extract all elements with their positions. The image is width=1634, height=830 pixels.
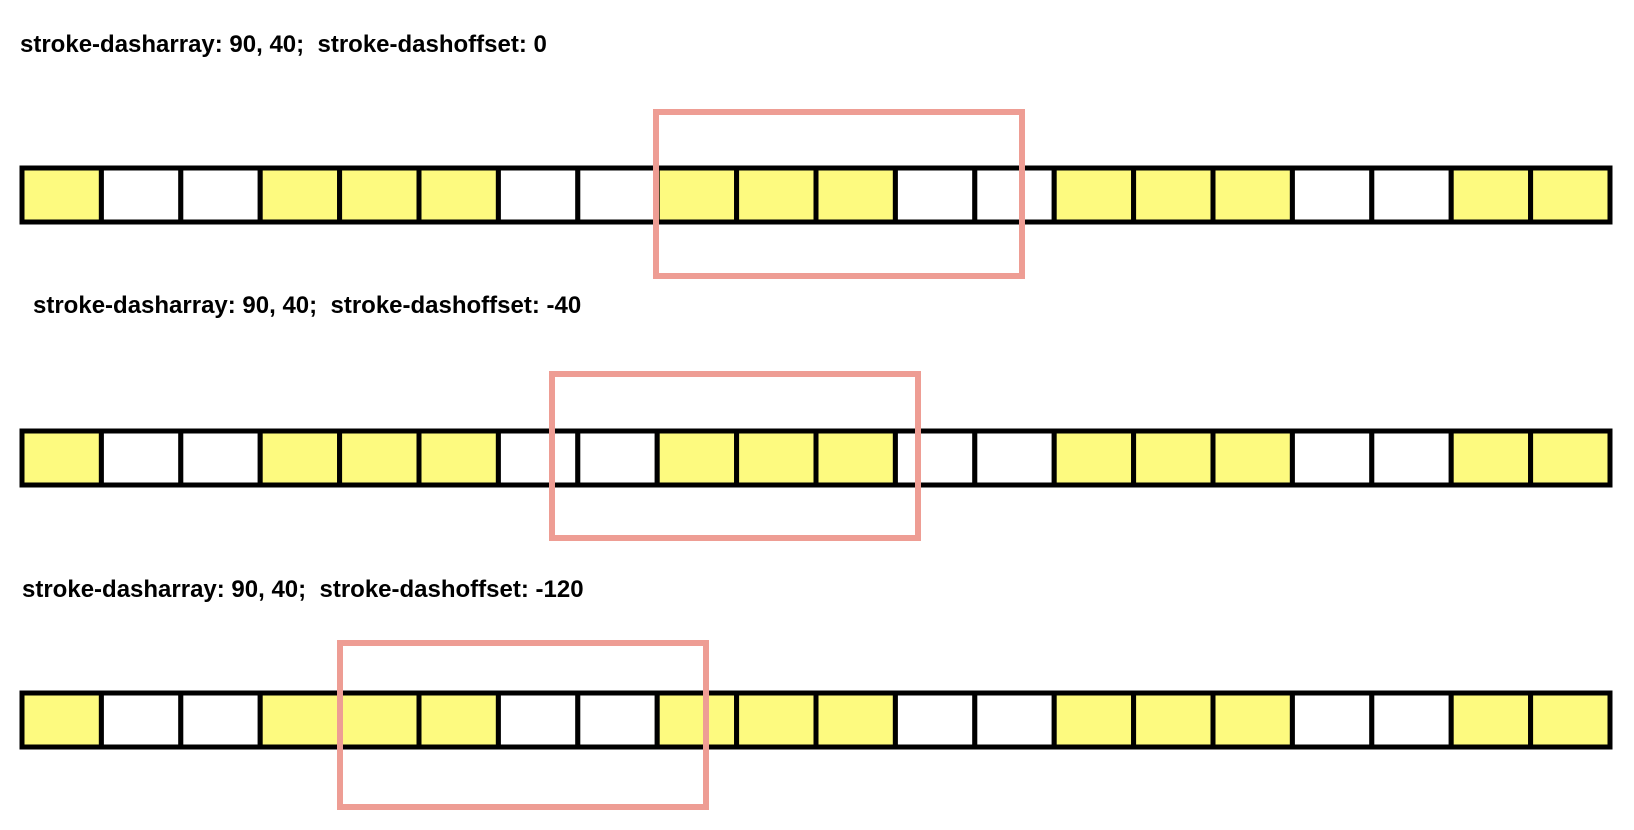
filled-dash-cell [1051, 690, 1137, 750]
gap-cell [892, 165, 978, 225]
filled-dash-cell [1131, 165, 1216, 225]
gap-cell [1369, 428, 1454, 488]
gap-cell [98, 428, 184, 488]
gap-cell [495, 690, 581, 750]
filled-dash-cell [416, 690, 501, 750]
filled-dash-cell [1210, 165, 1295, 225]
filled-dash-cell [337, 690, 422, 750]
gap-cell [1369, 690, 1454, 750]
filled-dash-cell [19, 165, 104, 225]
filled-dash-cell [1528, 428, 1613, 488]
highlight-window-3 [337, 640, 709, 810]
filled-dash-cell [813, 428, 898, 488]
gap-cell [972, 690, 1057, 750]
filled-dash-cell [1051, 428, 1137, 488]
gap-cell [972, 165, 1057, 225]
filled-dash-cell [19, 428, 104, 488]
filled-dash-cell [734, 428, 819, 488]
filled-dash-cell [1131, 428, 1216, 488]
filled-dash-cell [734, 165, 819, 225]
filled-dash-cell [1051, 165, 1137, 225]
gap-cell [178, 165, 263, 225]
gap-cell [98, 165, 184, 225]
gap-cell [495, 428, 581, 488]
filled-dash-cell [1528, 690, 1613, 750]
dash-strip-2 [19, 428, 1613, 488]
gap-cell [1289, 690, 1375, 750]
filled-dash-cell [1528, 165, 1613, 225]
filled-dash-cell [1448, 165, 1534, 225]
filled-dash-cell [416, 428, 501, 488]
gap-cell [1289, 428, 1375, 488]
filled-dash-cell [654, 428, 740, 488]
highlight-window-2 [549, 371, 921, 541]
gap-cell [178, 428, 263, 488]
filled-dash-cell [1210, 690, 1295, 750]
filled-dash-cell [257, 165, 343, 225]
filled-dash-cell [1448, 428, 1534, 488]
gap-cell [892, 428, 978, 488]
filled-dash-cell [654, 690, 740, 750]
filled-dash-cell [257, 428, 343, 488]
gap-cell [495, 165, 581, 225]
gap-cell [575, 165, 660, 225]
filled-dash-cell [734, 690, 819, 750]
filled-dash-cell [1448, 690, 1534, 750]
row-1-label: stroke-dasharray: 90, 40; stroke-dashoff… [20, 31, 547, 58]
filled-dash-cell [813, 690, 898, 750]
filled-dash-cell [1210, 428, 1295, 488]
dash-strip-1 [19, 165, 1613, 225]
row-2-label: stroke-dasharray: 90, 40; stroke-dashoff… [33, 292, 582, 319]
filled-dash-cell [19, 690, 104, 750]
gap-cell [892, 690, 978, 750]
filled-dash-cell [416, 165, 501, 225]
highlight-window-1 [653, 109, 1025, 279]
filled-dash-cell [337, 428, 422, 488]
row-3-label: stroke-dasharray: 90, 40; stroke-dashoff… [22, 576, 584, 603]
dash-strip-3 [19, 690, 1613, 750]
filled-dash-cell [257, 690, 343, 750]
gap-cell [178, 690, 263, 750]
gap-cell [575, 428, 660, 488]
filled-dash-cell [654, 165, 740, 225]
filled-dash-cell [813, 165, 898, 225]
gap-cell [98, 690, 184, 750]
gap-cell [972, 428, 1057, 488]
gap-cell [575, 690, 660, 750]
filled-dash-cell [1131, 690, 1216, 750]
gap-cell [1289, 165, 1375, 225]
filled-dash-cell [337, 165, 422, 225]
gap-cell [1369, 165, 1454, 225]
